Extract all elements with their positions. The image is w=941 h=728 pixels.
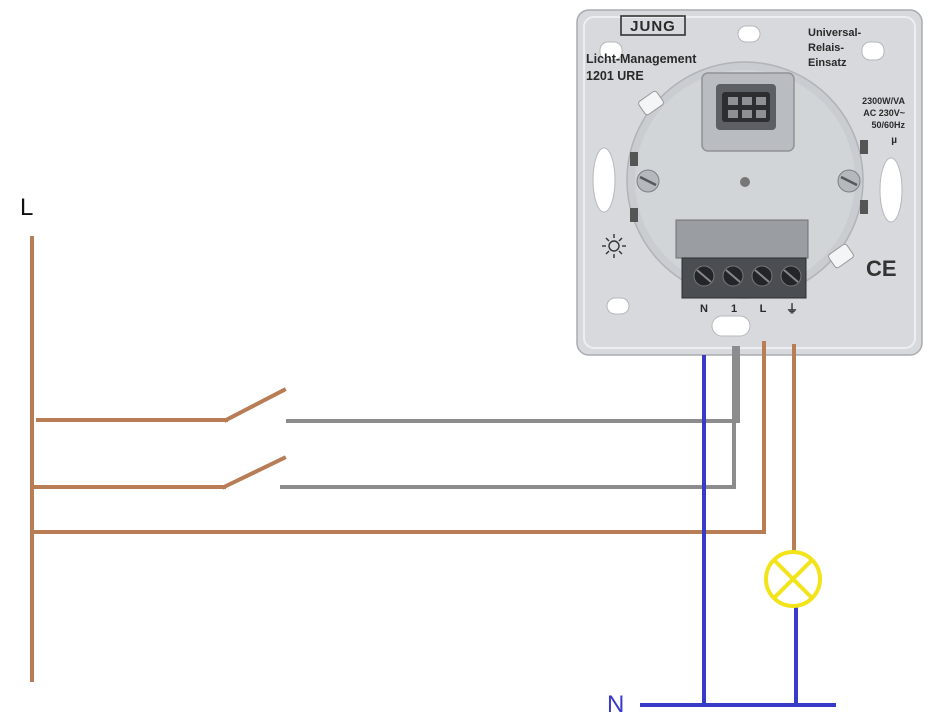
type-line-2: Relais- [808, 42, 844, 54]
product-name: Licht-Management [586, 52, 697, 66]
terminal-label-ground: ⏚ [786, 302, 798, 316]
micro-gap-symbol: µ [891, 135, 897, 146]
model-number: 1201 URE [586, 69, 644, 83]
type-line-1: Universal- [808, 27, 862, 39]
ce-mark: CE [866, 256, 897, 281]
phase-wires [30, 236, 796, 682]
phase-to-terminal-l [30, 341, 766, 534]
switch-2-to-terminal-1 [280, 346, 736, 489]
screw-right-icon [837, 169, 861, 193]
rating-line-2: AC 230V~ [863, 108, 905, 118]
brand-text: JUNG [630, 18, 676, 35]
neutral-label: N [607, 691, 624, 718]
terminal-label-1: 1 [731, 303, 737, 315]
terminal-label-n: N [700, 303, 708, 315]
switched-wires [280, 346, 740, 489]
type-line-3: Einsatz [808, 57, 847, 69]
relay-insert-device: JUNG Licht-Management 1201 URE Universal… [576, 9, 923, 356]
lamp-icon [764, 550, 822, 608]
rating-line-1: 2300W/VA [862, 96, 905, 106]
terminal-block [675, 219, 809, 299]
switch-1-to-terminal-1 [286, 346, 740, 423]
light-sun-icon [602, 234, 626, 258]
brand-logo: JUNG [620, 15, 686, 36]
switch-2-contact [221, 455, 287, 490]
screw-left-icon [636, 169, 660, 193]
neutral-wires [640, 355, 836, 707]
rating-line-3: 50/60Hz [871, 120, 905, 130]
terminal-label-l: L [760, 303, 767, 315]
phase-label: L [20, 194, 33, 221]
switch-1-contact [223, 387, 287, 423]
